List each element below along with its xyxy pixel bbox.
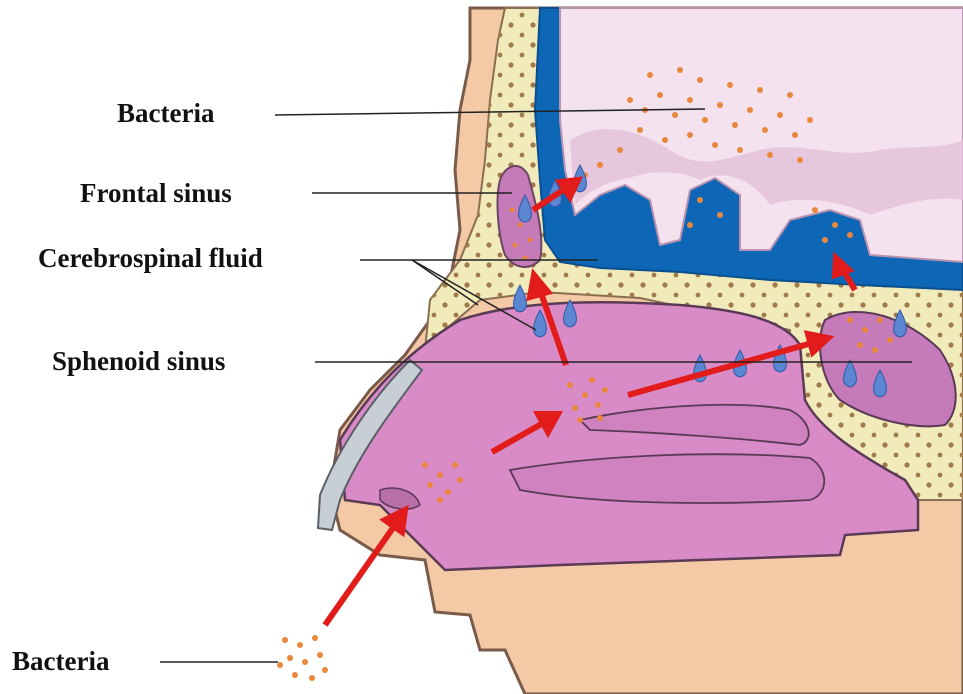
label-cerebrospinal-fluid: Cerebrospinal fluid [38, 245, 263, 272]
bacteria-cluster-outside [277, 635, 328, 681]
label-frontal-sinus: Frontal sinus [80, 180, 232, 207]
label-bacteria-bottom: Bacteria [12, 648, 109, 675]
label-bacteria-top: Bacteria [117, 100, 214, 127]
label-sphenoid-sinus: Sphenoid sinus [52, 348, 225, 375]
